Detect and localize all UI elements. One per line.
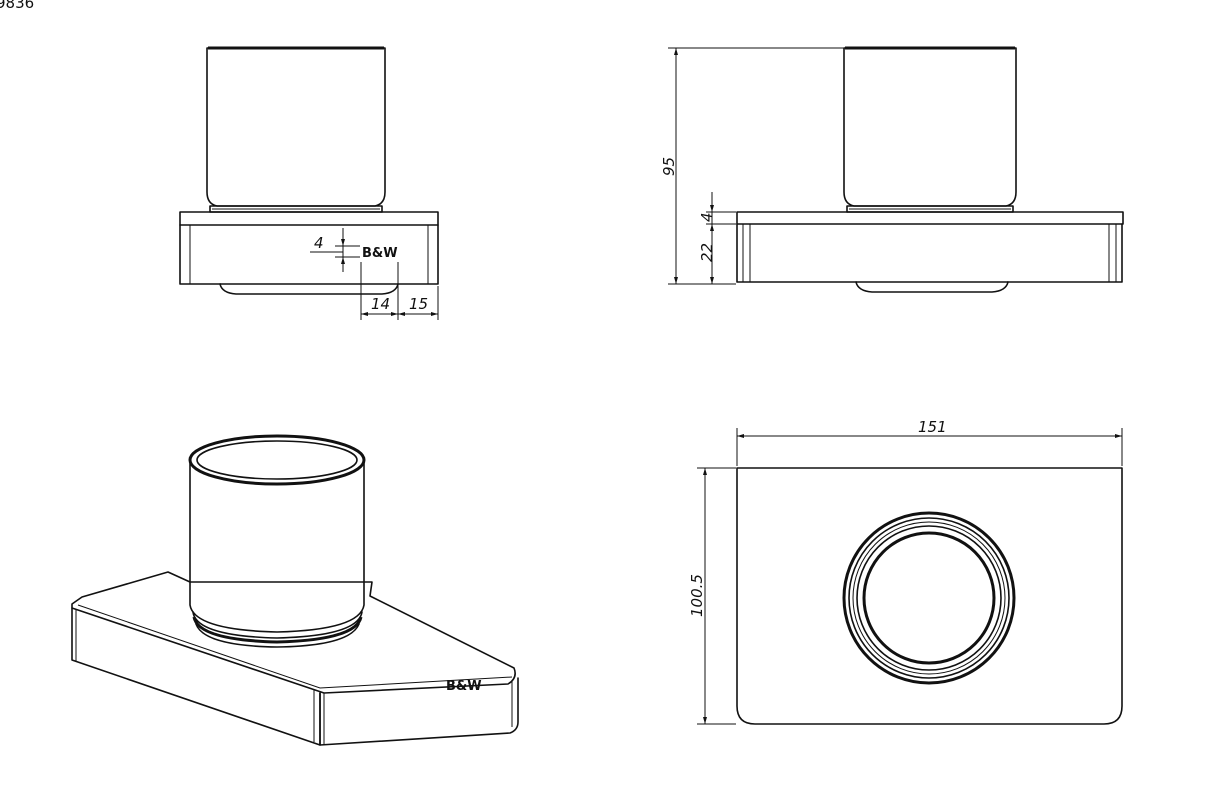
iso-cup-rim-outer — [188, 434, 366, 486]
top-dim-151: 151 — [736, 418, 1123, 466]
side-cup-body — [843, 47, 1017, 207]
front-foot — [219, 283, 399, 295]
iso-cup-body — [189, 459, 365, 633]
side-dim-22-text: 22 — [698, 243, 716, 262]
top-dim-100-5-text: 100.5 — [688, 574, 706, 617]
front-dim-15-text: 15 — [409, 295, 428, 313]
front-view: B&W 4 14 15 — [179, 46, 439, 320]
top-cup-ring-4 — [856, 525, 1002, 671]
side-dim-95: 95 — [660, 47, 844, 285]
front-dim-14-text: 14 — [371, 295, 390, 313]
top-cup-ring-inner — [862, 531, 996, 665]
front-base-block — [179, 224, 439, 285]
top-cup-ring-2 — [848, 517, 1010, 679]
front-dim-horizontal: 14 15 — [360, 262, 439, 320]
iso-cup-rim-inner — [196, 440, 358, 480]
iso-view: B&W — [71, 434, 519, 746]
iso-cup-ring-3 — [195, 623, 360, 648]
front-dim-logo-height: 4 — [310, 228, 360, 272]
iso-cup-ring-2 — [192, 616, 363, 644]
iso-plate-top — [71, 571, 516, 694]
front-logo: B&W — [362, 246, 398, 261]
iso-plate-side — [319, 677, 519, 746]
top-dim-151-text: 151 — [918, 418, 947, 436]
iso-cup-ring-1 — [192, 611, 363, 639]
front-cup-body — [206, 47, 386, 207]
top-plate-outline — [736, 467, 1123, 725]
side-top-plate — [736, 211, 1124, 225]
side-dim-4-text: 4 — [698, 212, 716, 222]
top-cup-ring-3 — [852, 521, 1006, 675]
top-view: 151 100.5 — [688, 418, 1123, 725]
front-top-plate — [179, 211, 439, 226]
iso-plate-front — [71, 607, 321, 746]
side-view: 95 4 22 — [660, 46, 1124, 293]
front-dim-4-text: 4 — [314, 234, 324, 252]
side-base-block — [736, 223, 1123, 283]
drawing-number: 9836 — [0, 0, 34, 12]
iso-logo: B&W — [446, 679, 482, 694]
side-foot — [855, 281, 1009, 293]
side-dim-4-22: 4 22 — [698, 192, 736, 284]
top-dim-100-5: 100.5 — [688, 467, 736, 725]
side-dim-95-text: 95 — [660, 157, 678, 176]
iso-plate-edge-line — [77, 604, 513, 689]
top-cup-ring-outer — [842, 511, 1016, 685]
